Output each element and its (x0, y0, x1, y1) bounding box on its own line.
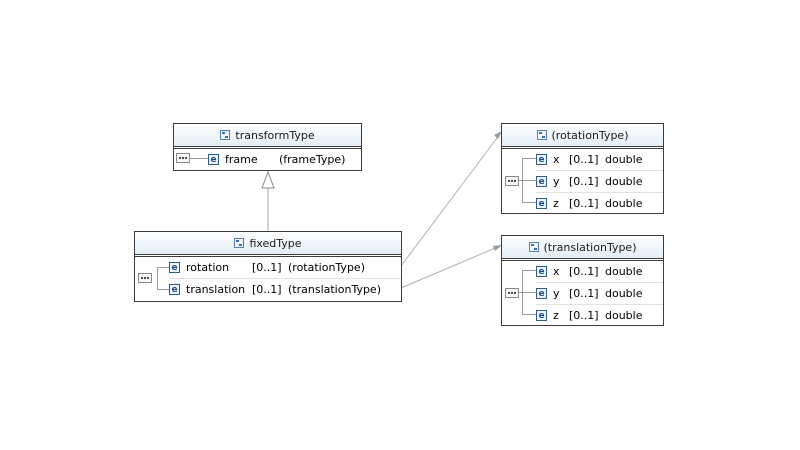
element-name: y (553, 174, 560, 188)
sequence-bracket-bottom (522, 202, 536, 203)
rotation-type-connector (400, 133, 501, 267)
sequence-bracket-bottom (157, 289, 169, 290)
rotation-type-title: (rotationType) (551, 128, 629, 142)
element-row-frame[interactable]: e frame (frameType) (208, 148, 345, 170)
element-name: translation (186, 282, 246, 296)
element-row-rotation[interactable]: e rotation [0..1] (rotationType) (169, 256, 365, 278)
sequence-icon (138, 273, 152, 283)
inheritance-arrowhead (261, 170, 275, 189)
element-icon: e (536, 287, 547, 299)
sequence-bracket-middle (519, 180, 536, 181)
sequence-bracket-bottom (522, 314, 536, 315)
element-name: x (553, 264, 560, 278)
sequence-connector (190, 158, 208, 159)
element-type: double (605, 264, 643, 278)
element-icon: e (536, 265, 547, 277)
element-row-x[interactable]: e x [0..1] double (536, 260, 643, 282)
fixed-type-header: fixedType (135, 232, 401, 257)
complex-type-icon (528, 242, 539, 252)
element-type: (frameType) (279, 152, 346, 166)
row-divider (169, 278, 401, 279)
element-multiplicity: [0..1] (252, 282, 282, 296)
element-name: z (553, 196, 559, 210)
element-multiplicity: [0..1] (569, 196, 599, 210)
element-name: z (553, 308, 559, 322)
transform-type-header: transformType (174, 124, 361, 149)
element-multiplicity: [0..1] (252, 260, 282, 274)
sequence-bracket-vertical (157, 267, 158, 290)
element-name: x (553, 152, 560, 166)
element-icon: e (169, 261, 180, 273)
element-icon: e (536, 153, 547, 165)
element-type: double (605, 174, 643, 188)
translation-type-header: (translationType) (502, 236, 663, 261)
element-multiplicity: [0..1] (569, 152, 599, 166)
rotation-type-header: (rotationType) (502, 124, 663, 149)
element-row-y[interactable]: e y [0..1] double (536, 282, 643, 304)
element-icon: e (208, 153, 219, 165)
sequence-icon (505, 288, 519, 298)
sequence-bracket-top (522, 158, 536, 159)
translation-type-box[interactable]: (translationType) e x [0..1] double e y … (501, 235, 664, 326)
sequence-bracket-top (157, 267, 169, 268)
element-icon: e (536, 309, 547, 321)
element-type: (translationType) (288, 282, 381, 296)
row-divider (536, 170, 663, 171)
element-row-y[interactable]: e y [0..1] double (536, 170, 643, 192)
sequence-bracket-middle (519, 292, 536, 293)
fixed-type-title: fixedType (249, 236, 302, 250)
transform-type-box[interactable]: transformType e frame (frameType) (173, 123, 362, 171)
element-row-z[interactable]: e z [0..1] double (536, 192, 643, 214)
element-name: y (553, 286, 560, 300)
complex-type-icon (234, 238, 245, 248)
element-multiplicity: [0..1] (569, 308, 599, 322)
row-divider (536, 192, 663, 193)
element-icon: e (536, 175, 547, 187)
rotation-type-box[interactable]: (rotationType) e x [0..1] double e y [0.… (501, 123, 664, 214)
element-row-x[interactable]: e x [0..1] double (536, 148, 643, 170)
element-multiplicity: [0..1] (569, 264, 599, 278)
sequence-icon (176, 153, 190, 163)
fixed-type-box[interactable]: fixedType e rotation [0..1] (rotationTyp… (134, 231, 402, 302)
element-icon: e (169, 283, 180, 295)
element-name: frame (225, 152, 258, 166)
element-multiplicity: [0..1] (569, 286, 599, 300)
translation-type-connector (400, 245, 501, 289)
complex-type-icon (536, 130, 547, 140)
row-divider (536, 282, 663, 283)
sequence-icon (505, 176, 519, 186)
element-multiplicity: [0..1] (569, 174, 599, 188)
transform-type-title: transformType (235, 128, 315, 142)
element-type: double (605, 308, 643, 322)
element-name: rotation (186, 260, 230, 274)
element-type: double (605, 152, 643, 166)
complex-type-icon (220, 130, 231, 140)
element-type: double (605, 286, 643, 300)
translation-type-title: (translationType) (543, 240, 637, 254)
element-type: (rotationType) (288, 260, 365, 274)
row-divider (536, 304, 663, 305)
sequence-bracket-top (522, 270, 536, 271)
element-icon: e (536, 197, 547, 209)
element-row-translation[interactable]: e translation [0..1] (translationType) (169, 278, 381, 300)
element-row-z[interactable]: e z [0..1] double (536, 304, 643, 326)
element-type: double (605, 196, 643, 210)
